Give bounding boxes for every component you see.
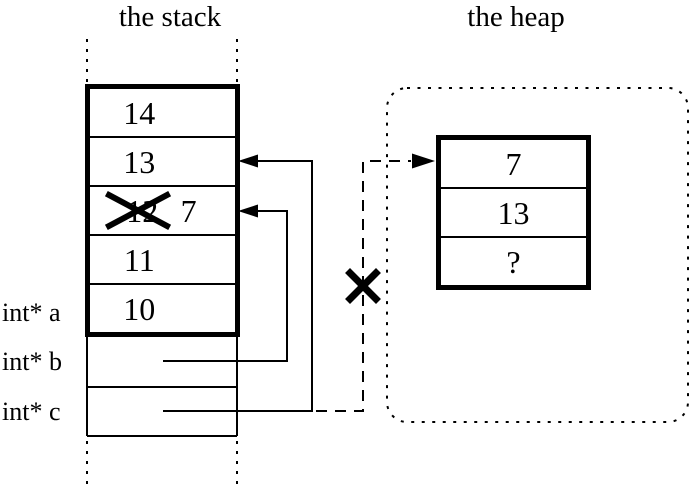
heap-cell-value: 13	[497, 194, 530, 231]
variable-label-a: int* a	[2, 298, 61, 327]
variable-label-b: int* b	[2, 347, 62, 376]
stack-cell-overwritten: 12 7	[90, 187, 235, 236]
stack-cell-old-value: 12	[126, 192, 159, 229]
heap-title: the heap	[467, 1, 565, 33]
stack-variable-rows	[86, 337, 238, 437]
stack-title: the stack	[118, 1, 222, 33]
stack-cell: 11	[90, 236, 235, 285]
stack-cell-value: 13	[123, 143, 156, 180]
stack-cell-value: 14	[123, 94, 156, 131]
stack-box: 14 13 12 7 11 10	[85, 84, 240, 337]
heap-cell-value: ?	[506, 243, 521, 280]
variable-label-c: int* c	[2, 397, 61, 426]
stack-cell-new-value: 7	[180, 192, 197, 229]
stack-cell-value: 11	[123, 241, 155, 278]
dangling-pointer-dashed-arrow	[316, 153, 435, 412]
heap-cell: ?	[441, 238, 586, 285]
stack-cell: 14	[90, 89, 235, 138]
stack-cell: 10	[90, 285, 235, 332]
heap-box: 7 13 ?	[436, 135, 591, 290]
stack-cell-value: 10	[123, 290, 156, 327]
heap-cell-value: 7	[505, 145, 522, 182]
stack-cell: 13	[90, 138, 235, 187]
severed-pointer-x-icon	[345, 268, 381, 304]
heap-cell: 7	[441, 140, 586, 189]
heap-cell: 13	[441, 189, 586, 238]
